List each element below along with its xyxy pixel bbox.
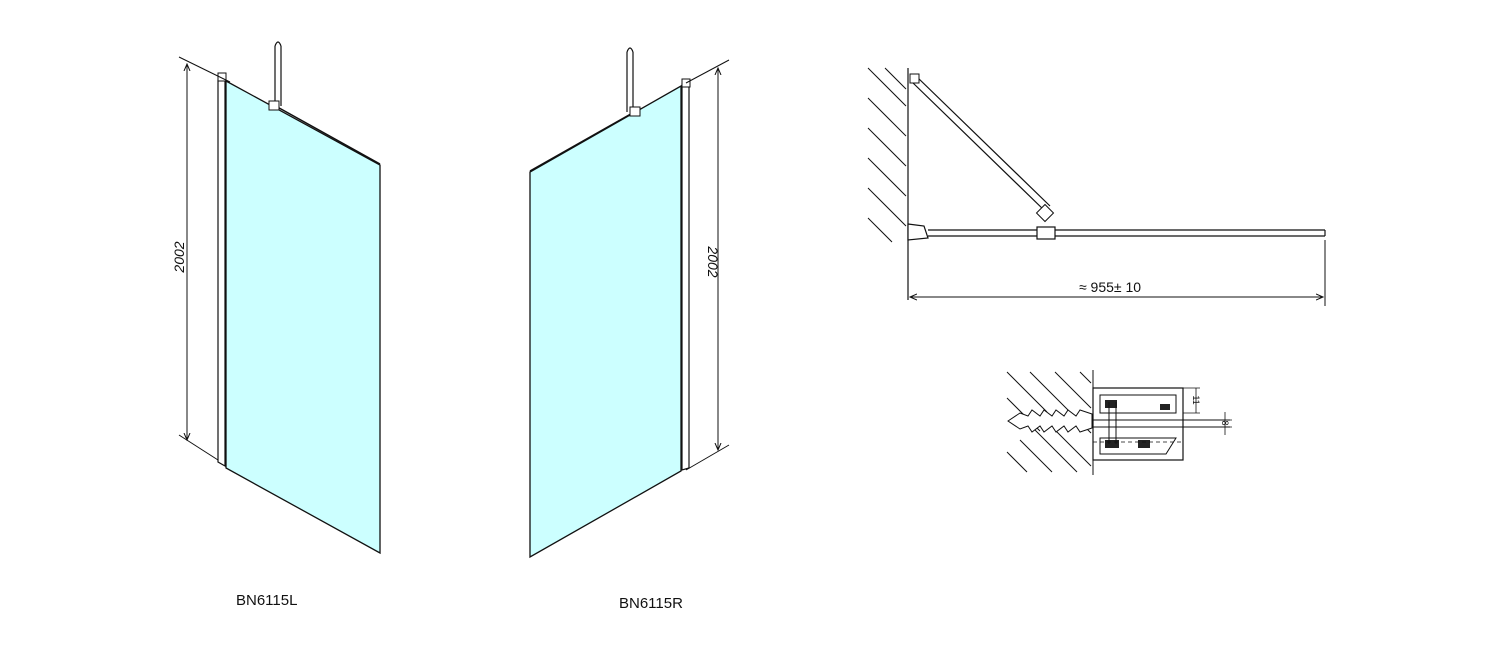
left-wall-profile [217,74,226,468]
width-dimension: ≈ 955± 10 [910,240,1326,306]
top-view: ≈ 955± 10 [867,67,1326,306]
left-height-dimension: 2002 [171,56,231,461]
right-support-bar [626,47,641,117]
right-height-dimension: 2002 [685,59,730,471]
wall-anchor [1007,409,1093,433]
left-support-bar [268,41,282,111]
right-panel-view: 2002 [529,47,730,559]
top-glass-line [907,223,1326,241]
detail-top-dim-text: 11 [1191,395,1201,404]
model-right-label: BN6115R [619,595,683,612]
top-support-arm [909,73,1055,223]
left-profile-cap [217,72,227,82]
right-glass-pane [529,84,682,559]
left-height-text: 2002 [171,241,187,273]
wall-profile-section [1092,387,1230,461]
wall-hatching [867,67,907,243]
profile-detail: 11 8 [1006,370,1232,475]
right-height-text: 2002 [705,245,721,277]
right-wall-profile [681,81,690,471]
left-glass-pane [225,79,381,555]
left-panel-view: 2002 [171,41,381,555]
detail-glass-dim-text: 8 [1220,420,1230,425]
model-left-label: BN6115L [236,592,298,609]
detail-dimensions [1183,387,1232,435]
width-text: ≈ 955± 10 [1079,279,1141,295]
